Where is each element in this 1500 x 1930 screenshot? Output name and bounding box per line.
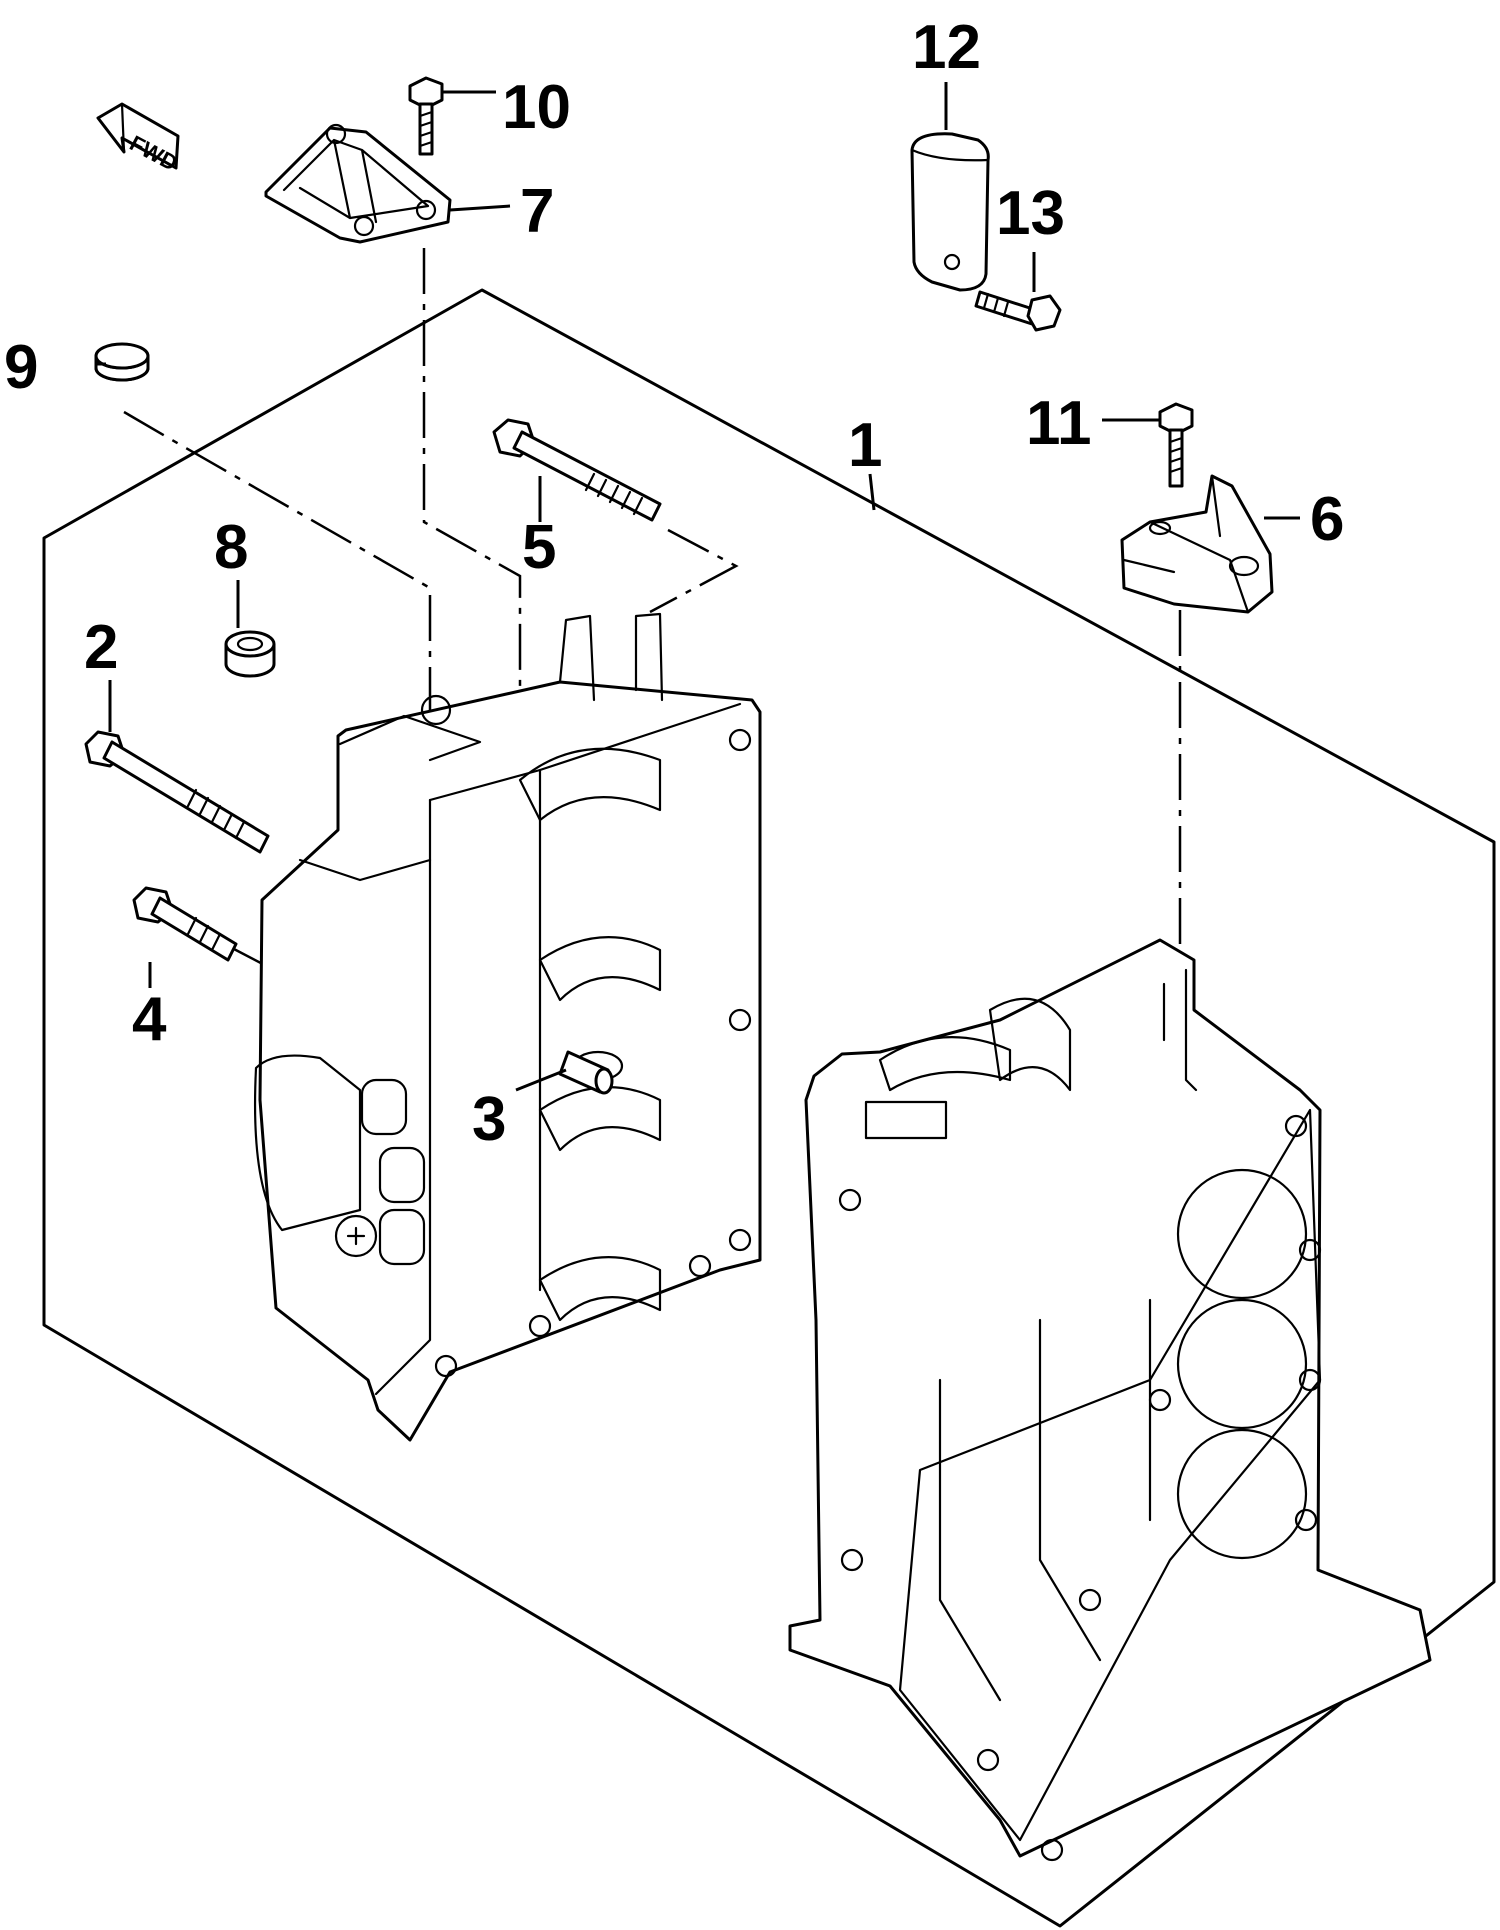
alignment-lines: [123, 248, 1182, 1022]
part-13-bolt: [974, 290, 1062, 332]
part-7-upper-bracket: [264, 123, 452, 244]
part-4-bolt: [132, 886, 238, 962]
callout-11: 11: [1026, 389, 1092, 458]
callout-labels: 1 2 3 4 5 6 7 8 9 10 11 12 13: [4, 13, 1344, 1154]
callout-8: 8: [214, 513, 248, 582]
crankcase-left-half: [253, 612, 762, 1442]
part-5-long-bolt: [492, 418, 662, 522]
callout-3: 3: [472, 1085, 506, 1154]
callout-2: 2: [84, 613, 118, 682]
callout-6: 6: [1310, 485, 1344, 554]
leader-lines: [96, 82, 1300, 1092]
part-6-bracket: [1120, 474, 1274, 614]
callout-9: 9: [4, 333, 38, 402]
callout-5: 5: [522, 513, 556, 582]
part-12-cap: [910, 132, 990, 292]
assembly-frame: [42, 288, 1496, 1928]
fwd-arrow-icon: FWD: [96, 102, 182, 176]
callout-1: 1: [848, 411, 882, 480]
part-9-plug: [94, 342, 150, 382]
callout-4: 4: [132, 985, 167, 1054]
callout-12: 12: [912, 13, 981, 82]
part-2-long-bolt: [84, 730, 270, 854]
part-8-grommet: [224, 630, 276, 678]
part-10-bolt: [408, 76, 444, 156]
crankcase-right-half: [788, 938, 1432, 1862]
callout-10: 10: [502, 73, 571, 142]
callout-13: 13: [996, 179, 1065, 248]
part-3-dowel-pin: [558, 1050, 614, 1095]
part-11-bolt: [1158, 402, 1194, 488]
callout-7: 7: [520, 177, 554, 246]
